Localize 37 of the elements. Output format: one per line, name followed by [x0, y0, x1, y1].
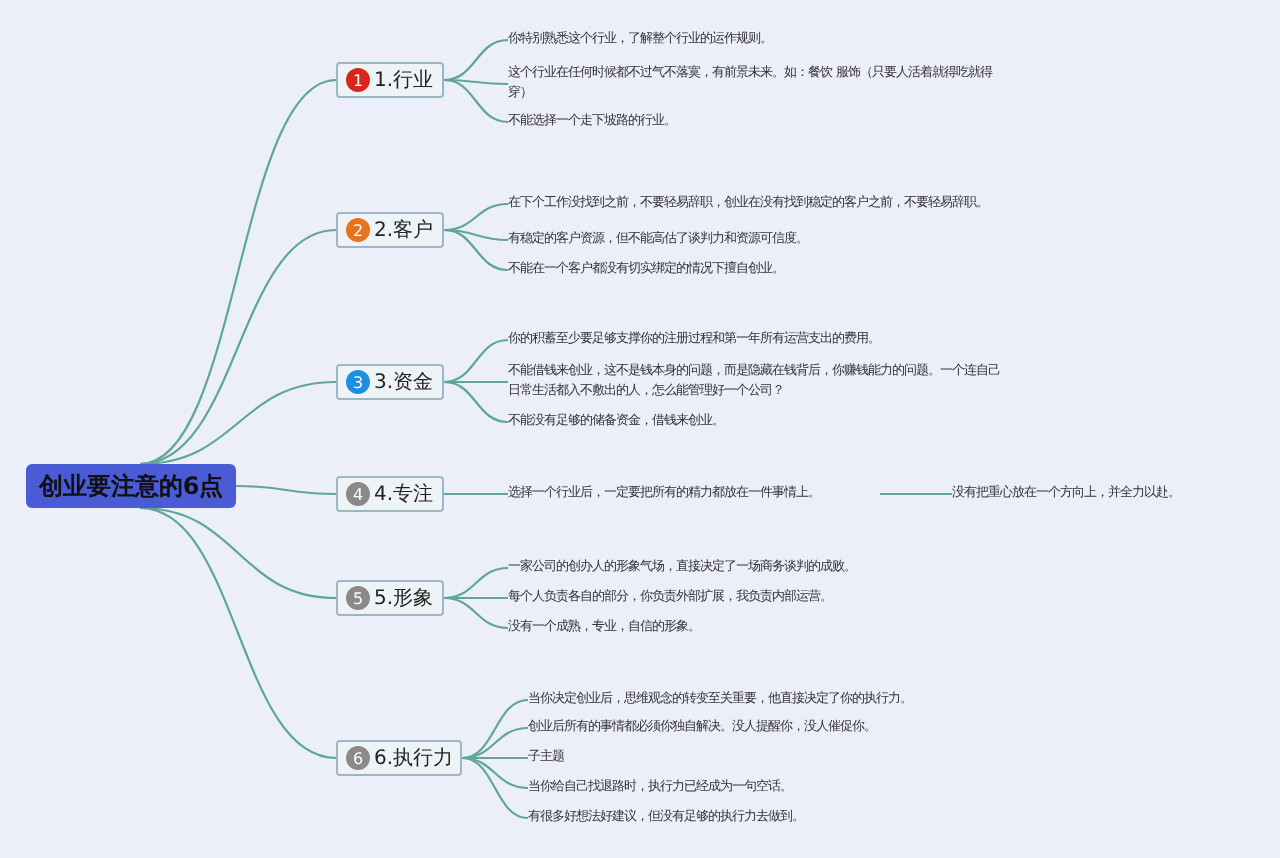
branch-line: [880, 492, 952, 496]
topic-label: 1.行业: [374, 67, 434, 94]
number-badge: 4: [346, 482, 370, 506]
topic-label: 5.形象: [374, 586, 434, 612]
topic-box: [336, 212, 444, 248]
branch-line: [139, 506, 337, 760]
branch-line: [461, 756, 529, 820]
topic-box: [336, 62, 444, 98]
branch-line: [443, 228, 509, 272]
branch-line: [444, 78, 508, 86]
number-badge: 1: [346, 68, 370, 92]
topic-label: 4.专注: [374, 481, 434, 508]
branch-line: [443, 338, 509, 384]
number-badge: 3: [346, 370, 370, 394]
branch-line: [461, 698, 529, 760]
topic-box: [336, 476, 444, 512]
central-topic-box: 创业要注意的6点: [26, 464, 236, 508]
topic-label: 6.执行力: [374, 745, 454, 772]
branch-line: [461, 756, 529, 790]
branch-line: [443, 38, 509, 82]
branch-line: [444, 492, 508, 496]
topic-label: 3.资金: [374, 370, 434, 396]
branch-line: [236, 484, 336, 496]
branch-line: [443, 596, 509, 630]
branch-line: [139, 380, 337, 466]
branch-line: [444, 380, 508, 384]
number-badge: 5: [346, 586, 370, 610]
topic-label: 2.客户: [374, 217, 434, 244]
topic-box: [336, 580, 444, 616]
branch-line: [139, 228, 337, 466]
number-badge: 6: [346, 746, 370, 770]
number-badge: 2: [346, 218, 370, 242]
branch-line: [443, 78, 509, 124]
branch-line: [139, 78, 337, 466]
topic-box: [336, 364, 444, 400]
branch-line: [443, 380, 509, 424]
topic-box: [336, 740, 462, 776]
